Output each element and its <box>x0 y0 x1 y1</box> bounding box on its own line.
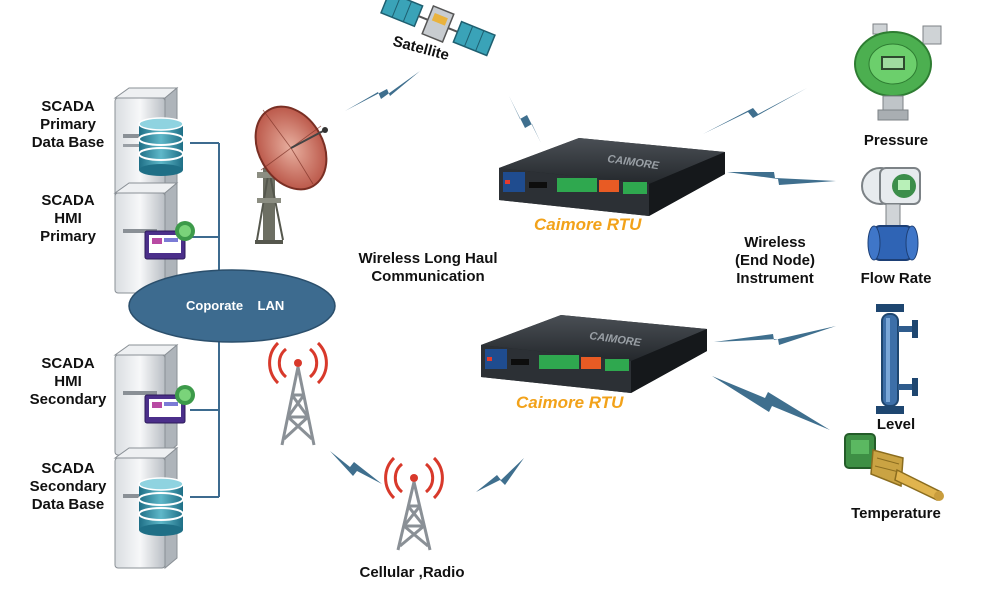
level-gauge-icon <box>876 304 918 414</box>
satellite-icon <box>380 0 496 57</box>
server-4-label: SCADA Secondary Data Base <box>29 460 107 513</box>
satellite-dish-icon <box>254 105 328 244</box>
rtu-device-1: CAIMORE <box>499 138 725 216</box>
link-bolt-satellite-rtu <box>509 96 541 143</box>
link-bolt-rtu-temperature <box>712 376 830 430</box>
radio-tower-icon <box>384 456 444 551</box>
hmi-screen-icon <box>144 385 195 424</box>
hmi-screen-icon <box>144 221 195 260</box>
server-2-icon <box>113 181 195 295</box>
link-bolt-rtu-level <box>714 326 836 345</box>
instrument-label-flow: Flow Rate <box>860 270 932 287</box>
database-icon <box>138 477 184 536</box>
temperature-sensor-icon <box>844 433 944 501</box>
database-icon <box>138 117 184 176</box>
wireless-links <box>330 71 836 492</box>
link-bolt-rtu-pressure <box>703 88 807 134</box>
link-bolt-rtu-flow <box>727 172 836 185</box>
server-1-label: SCADA Primary Data Base <box>31 98 105 151</box>
lan-label: Coporate LAN <box>186 298 285 313</box>
server-2-label: SCADA HMI Primary <box>40 192 96 245</box>
link-bolt-tower-right <box>476 458 524 492</box>
server-1-icon <box>113 86 184 208</box>
server-4-icon <box>113 446 184 570</box>
instrument-label-pressure: Pressure <box>863 132 929 149</box>
instrument-label-level: Level <box>876 416 916 433</box>
long-haul-label: Wireless Long Haul Communication <box>358 250 498 285</box>
rtu-label-2: Caimore RTU <box>516 393 624 412</box>
radio-tower-icon <box>268 341 328 446</box>
link-bolt-dish-satellite <box>345 71 420 111</box>
corporate-lan-cloud <box>128 269 336 343</box>
instrument-label-temperature: Temperature <box>851 505 941 522</box>
rtu-label-1: Caimore RTU <box>534 215 642 234</box>
server-3-label: SCADA HMI Secondary <box>29 355 107 408</box>
flow-meter-icon <box>861 167 921 261</box>
pressure-transmitter-icon <box>854 23 942 121</box>
server-3-icon <box>113 343 195 457</box>
link-bolt-tower-left <box>330 451 382 484</box>
rtu-device-2: CAIMORE <box>481 315 707 393</box>
end-node-label: Wireless (End Node) Instrument <box>735 234 815 287</box>
cellular-label: Cellular ,Radio <box>359 564 465 581</box>
